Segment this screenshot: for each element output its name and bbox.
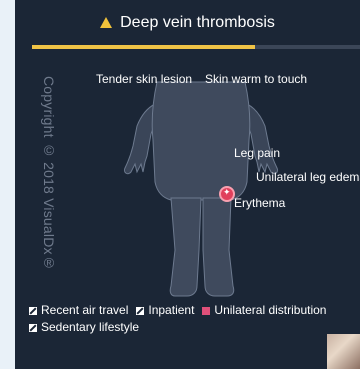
- symptom-skin-warm[interactable]: Skin warm to touch: [205, 72, 307, 86]
- image-thumbnail[interactable]: [327, 334, 360, 369]
- symptom-unilateral-edema[interactable]: Unilateral leg edema: [256, 170, 360, 184]
- diagnosis-card: Deep vein thrombosis Copyright © 2018 Vi…: [15, 0, 360, 369]
- progress-bar: [32, 45, 360, 49]
- checkbox-icon: [29, 324, 37, 332]
- progress-fill: [32, 45, 255, 49]
- diagnosis-header[interactable]: Deep vein thrombosis: [15, 0, 360, 46]
- legend-item-air-travel: Recent air travel: [29, 302, 128, 319]
- symptom-leg-pain[interactable]: Leg pain: [234, 146, 280, 160]
- checkbox-icon: [136, 307, 144, 315]
- legend-item-unilateral: Unilateral distribution: [202, 302, 326, 319]
- pink-square-icon: [202, 307, 210, 315]
- diagnosis-title: Deep vein thrombosis: [120, 14, 275, 32]
- pain-marker-icon[interactable]: [219, 186, 235, 202]
- body-figure-area: Tender skin lesion Skin warm to touch Le…: [15, 60, 360, 300]
- legend-item-inpatient: Inpatient: [136, 302, 194, 319]
- symptom-erythema[interactable]: Erythema: [234, 196, 285, 210]
- checkbox-icon: [29, 307, 37, 315]
- legend-item-sedentary: Sedentary lifestyle: [29, 319, 139, 336]
- legend: Recent air travel Inpatient Unilateral d…: [29, 302, 359, 336]
- warning-icon: [100, 17, 112, 28]
- symptom-tender-skin-lesion[interactable]: Tender skin lesion: [96, 72, 192, 86]
